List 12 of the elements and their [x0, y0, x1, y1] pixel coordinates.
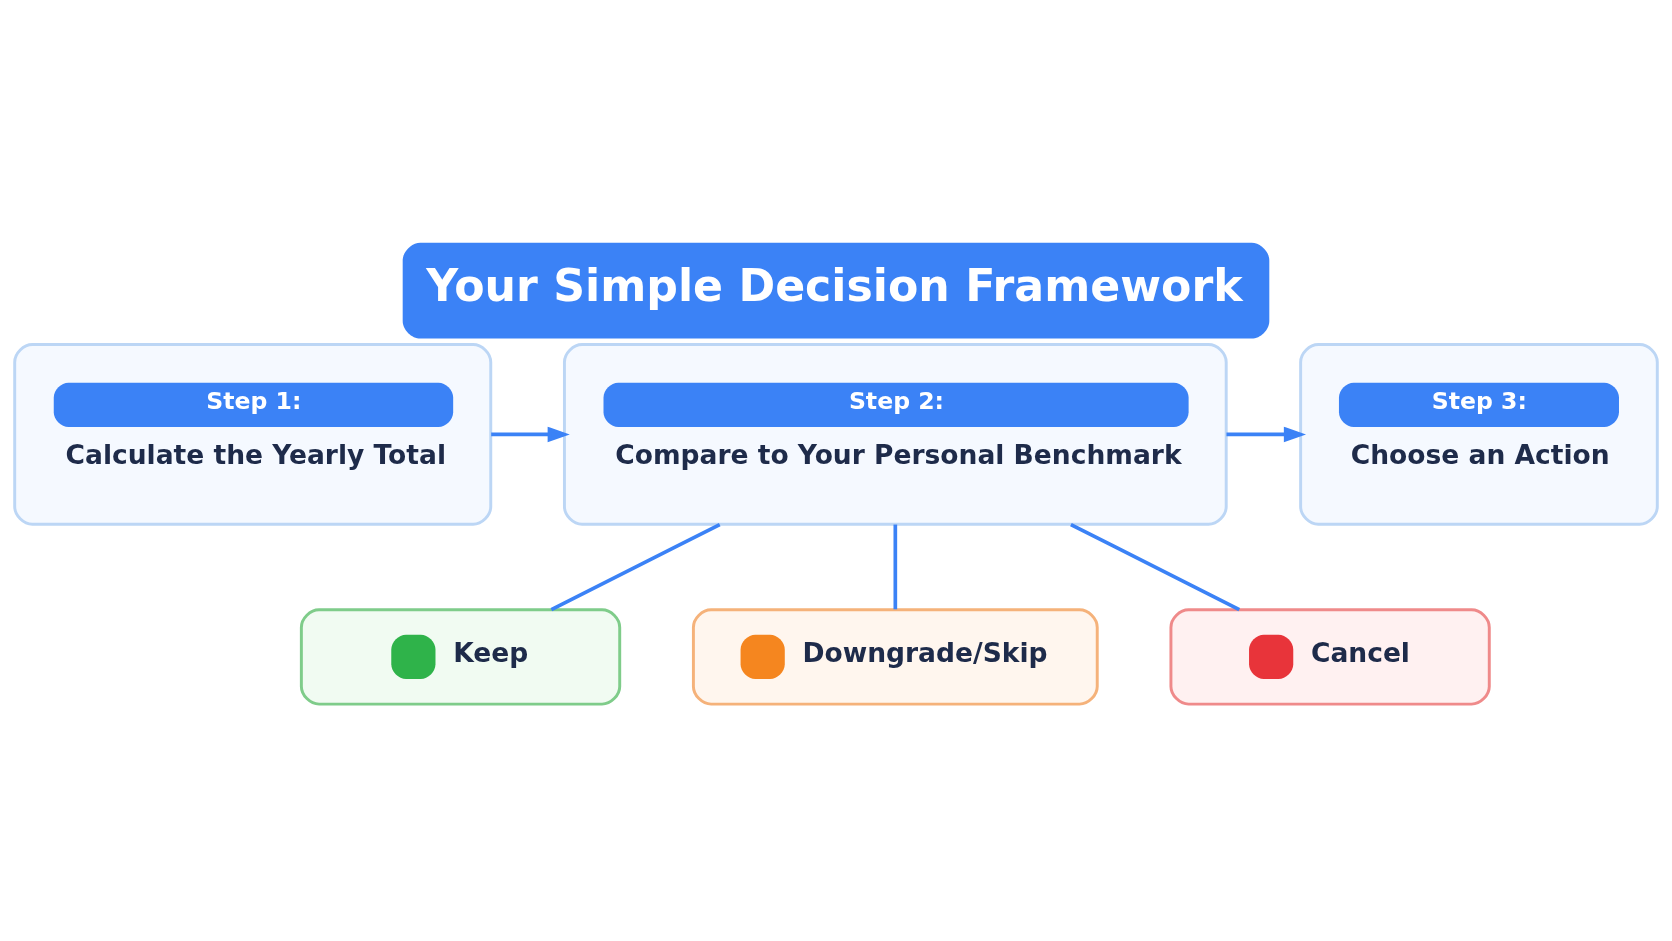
- connector: [893, 524, 898, 610]
- node-box: Keep: [299, 608, 622, 706]
- node-box: Step 3: Choose an Action: [1299, 343, 1659, 526]
- node-box: Step 1: Calculate the Yearly Total: [13, 343, 493, 526]
- arrow: [491, 426, 570, 443]
- connector: [550, 522, 721, 612]
- connector: [1070, 522, 1241, 612]
- node-box: Downgrade/Skip: [691, 608, 1099, 706]
- node-box: Cancel: [1169, 608, 1491, 706]
- diagram-title: Your Simple Decision Framework: [426, 260, 1243, 312]
- node-box: Step 2: Compare to Your Personal Benchmark: [562, 343, 1228, 526]
- arrow: [1226, 426, 1306, 443]
